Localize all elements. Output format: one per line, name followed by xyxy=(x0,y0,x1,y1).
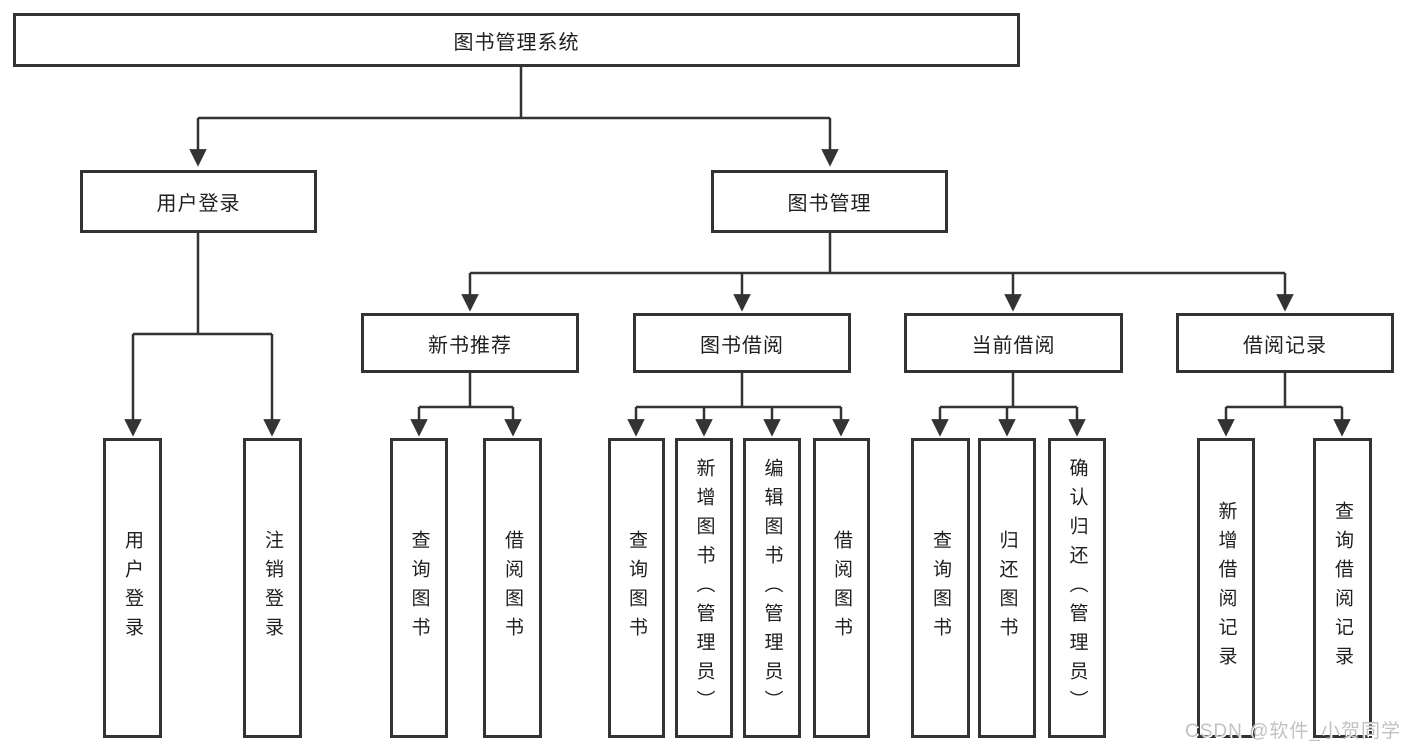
node-new-book-recommend: 新书推荐 xyxy=(361,313,579,373)
leaf-query-books-borrow: 查询图书 xyxy=(608,438,665,738)
leaf-confirm-return-admin: 确认归还（管理员） xyxy=(1048,438,1106,738)
node-borrow-records: 借阅记录 xyxy=(1176,313,1394,373)
leaf-add-book-admin: 新增图书（管理员） xyxy=(675,438,733,738)
leaf-logout: 注销登录 xyxy=(243,438,302,738)
node-library-management-system: 图书管理系统 xyxy=(13,13,1020,67)
leaf-borrow-books-recommend: 借阅图书 xyxy=(483,438,542,738)
node-user-login: 用户登录 xyxy=(80,170,317,233)
node-book-borrow: 图书借阅 xyxy=(633,313,851,373)
leaf-query-books-current: 查询图书 xyxy=(911,438,970,738)
node-book-management: 图书管理 xyxy=(711,170,948,233)
leaf-borrow-books-borrow: 借阅图书 xyxy=(813,438,870,738)
leaf-user-login: 用户登录 xyxy=(103,438,162,738)
leaf-query-books-recommend: 查询图书 xyxy=(390,438,448,738)
leaf-add-borrow-record: 新增借阅记录 xyxy=(1197,438,1255,738)
leaf-edit-book-admin: 编辑图书（管理员） xyxy=(743,438,801,738)
node-current-borrow: 当前借阅 xyxy=(904,313,1123,373)
leaf-return-book: 归还图书 xyxy=(978,438,1036,738)
leaf-query-borrow-record: 查询借阅记录 xyxy=(1313,438,1372,738)
csdn-watermark: CSDN @软件_小贺同学 xyxy=(1185,721,1401,742)
